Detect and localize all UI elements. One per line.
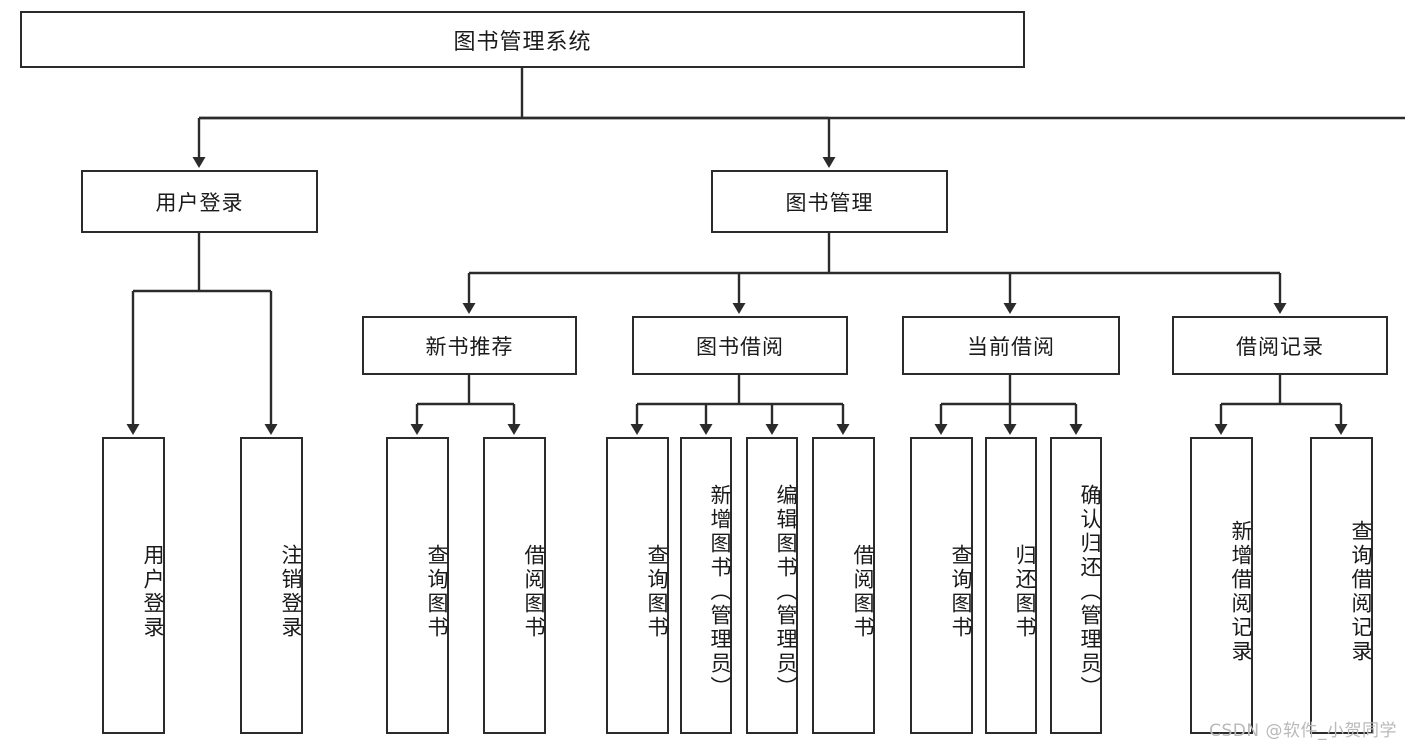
node-label: 当前借阅 [967, 334, 1055, 359]
node-label: 查询借阅记录 [1349, 519, 1373, 664]
node-label: 确认归还（管理员） [1078, 483, 1102, 700]
node-label: 用户登录 [155, 190, 244, 215]
node-label: 图书借阅 [696, 334, 784, 359]
node-label: 查询图书 [645, 543, 669, 640]
node-label: 借阅图书 [851, 543, 875, 640]
leaf-query-books-borrow[interactable]: 查询图书 [606, 437, 669, 734]
watermark: CSDN @软件_小贺同学 [1209, 721, 1397, 741]
node-label: 注销登录 [279, 543, 303, 640]
node-label: 查询图书 [949, 543, 973, 640]
node-book-management[interactable]: 图书管理 [711, 170, 948, 233]
node-label: 新增借阅记录 [1229, 519, 1253, 664]
node-book-borrow[interactable]: 图书借阅 [632, 316, 848, 375]
node-label: 查询图书 [425, 543, 449, 640]
leaf-return-books[interactable]: 归还图书 [985, 437, 1037, 734]
node-label: 借阅图书 [522, 543, 546, 640]
node-label: 归还图书 [1013, 543, 1037, 640]
node-label: 编辑图书（管理员） [774, 483, 798, 700]
node-borrow-records[interactable]: 借阅记录 [1172, 316, 1388, 375]
leaf-add-book-admin[interactable]: 新增图书（管理员） [680, 437, 732, 734]
node-current-borrow[interactable]: 当前借阅 [902, 316, 1120, 375]
edge-level2-newbook-to-leaves [410, 375, 521, 435]
edge-level2-borrow-to-leaves [630, 375, 850, 435]
edge-level1-userlogin-to-leaves [126, 233, 278, 435]
leaf-add-borrow-record[interactable]: 新增借阅记录 [1190, 437, 1253, 734]
leaf-user-login[interactable]: 用户登录 [102, 437, 165, 734]
edge-level2-current-to-leaves [934, 375, 1083, 435]
edge-level1-bookmgmt-to-level2 [462, 233, 1287, 314]
leaf-query-borrow-record[interactable]: 查询借阅记录 [1310, 437, 1373, 734]
leaf-edit-book-admin[interactable]: 编辑图书（管理员） [746, 437, 798, 734]
leaf-query-books-current[interactable]: 查询图书 [910, 437, 973, 734]
leaf-logout[interactable]: 注销登录 [240, 437, 303, 734]
leaf-confirm-return-admin[interactable]: 确认归还（管理员） [1050, 437, 1102, 734]
edge-root-to-level1 [192, 68, 1405, 168]
node-label: 新增图书（管理员） [708, 483, 732, 700]
node-label: 用户登录 [141, 543, 165, 640]
node-label: 图书管理系统 [453, 29, 592, 55]
node-label: 借阅记录 [1236, 334, 1324, 359]
node-label: 新书推荐 [425, 334, 514, 359]
leaf-query-books-recommend[interactable]: 查询图书 [386, 437, 449, 734]
node-label: 图书管理 [785, 190, 874, 215]
edge-level2-records-to-leaves [1214, 375, 1348, 435]
node-new-book-recommend[interactable]: 新书推荐 [362, 316, 577, 375]
node-user-login[interactable]: 用户登录 [81, 170, 318, 233]
leaf-borrow-books[interactable]: 借阅图书 [812, 437, 875, 734]
node-root-system[interactable]: 图书管理系统 [20, 11, 1025, 68]
leaf-borrow-books-recommend[interactable]: 借阅图书 [483, 437, 546, 734]
